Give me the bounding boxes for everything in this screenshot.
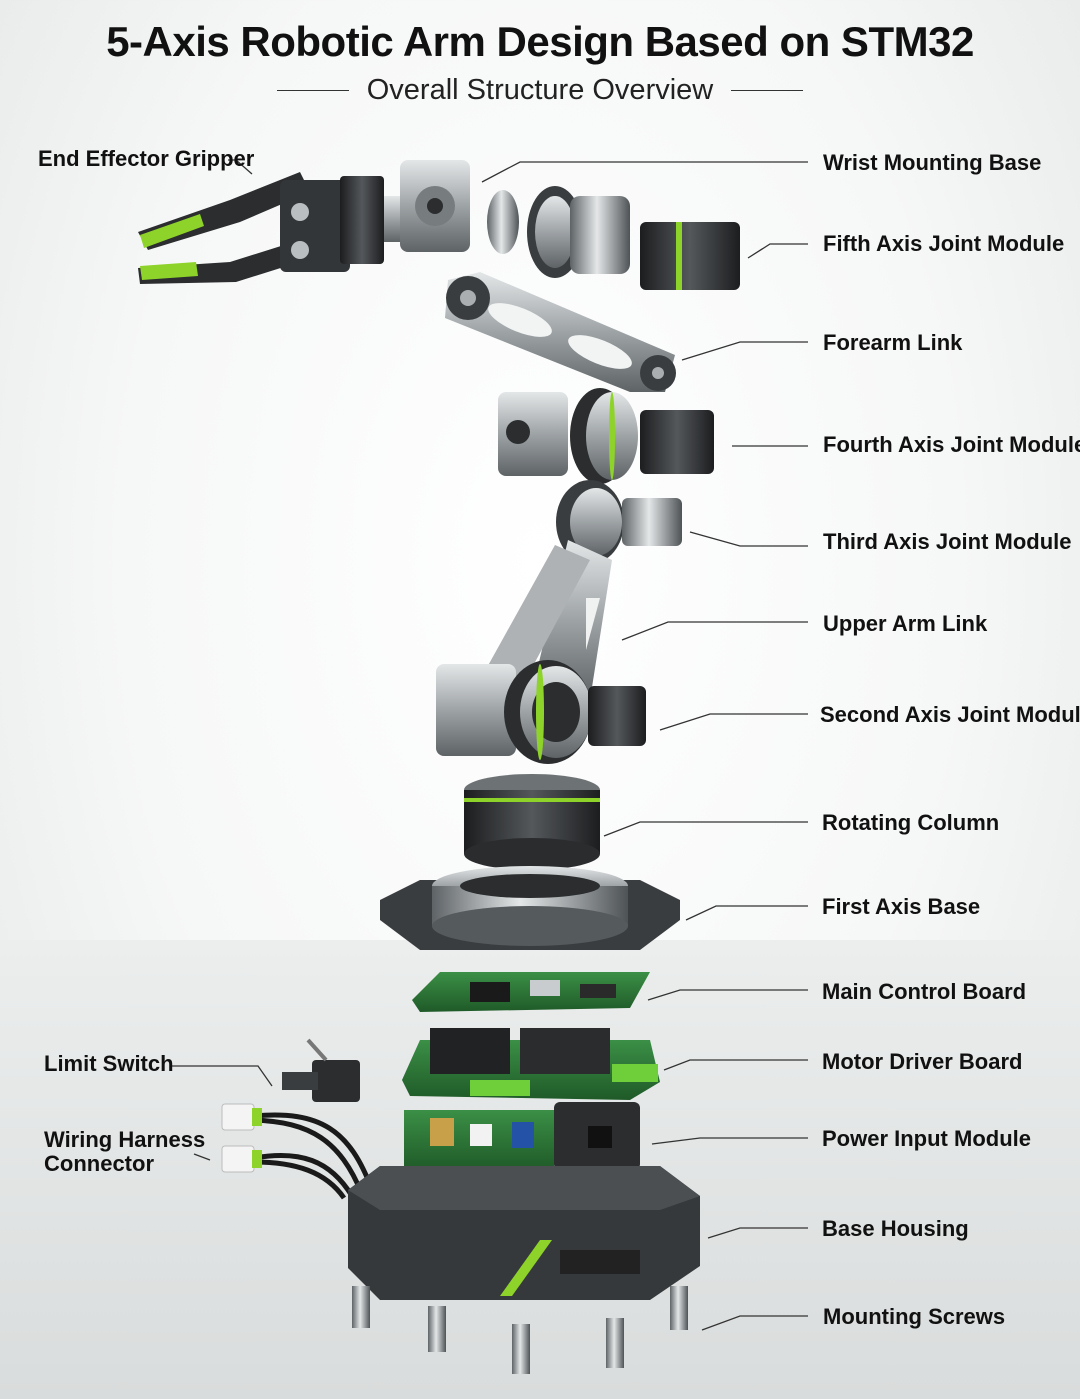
main-control-board-part	[412, 972, 650, 1012]
label-third-axis-joint-module: Third Axis Joint Module	[823, 529, 1072, 554]
leader-mounting-screws	[701, 1315, 808, 1331]
label-power-input-module: Power Input Module	[822, 1126, 1031, 1151]
mounting-screws-part	[352, 1286, 688, 1374]
subtitle-rule-right	[731, 89, 804, 92]
gripper-part	[138, 172, 414, 284]
fourth-axis-part	[498, 388, 714, 484]
leader-base-housing	[707, 1227, 808, 1239]
label-forearm-link: Forearm Link	[823, 330, 963, 355]
leader-first-axis-base	[685, 905, 808, 921]
leader-third-axis	[689, 531, 808, 547]
leader-rotating-column	[603, 821, 808, 837]
limit-switch-part	[282, 1038, 360, 1102]
leader-limit-switch	[172, 1065, 273, 1087]
page-subtitle: Overall Structure Overview	[366, 74, 714, 106]
rotating-column-part	[464, 774, 600, 870]
leader-forearm	[681, 341, 808, 361]
leader-main-control-board	[647, 989, 808, 1001]
first-axis-base-part	[380, 866, 680, 950]
second-axis-part	[436, 660, 646, 764]
leader-upper-arm	[621, 621, 808, 641]
fifth-axis-part	[527, 186, 740, 290]
forearm-part	[445, 272, 676, 392]
base-housing-part	[348, 1166, 700, 1300]
leader-end-effector-gripper	[228, 159, 253, 175]
label-wrist-mounting-base: Wrist Mounting Base	[823, 150, 1042, 175]
leader-lines	[172, 159, 808, 1331]
leader-fifth-axis	[747, 243, 808, 259]
subtitle-row: Overall Structure Overview	[0, 74, 1080, 107]
label-fifth-axis-joint-module: Fifth Axis Joint Module	[823, 231, 1065, 256]
label-upper-arm-link: Upper Arm Link	[823, 611, 988, 636]
leader-wrist-mounting-base	[481, 161, 808, 183]
wiring-harness-part	[221, 1103, 375, 1200]
leader-second-axis	[659, 713, 808, 731]
motor-driver-board-part	[402, 1028, 660, 1100]
leader-motor-driver-board	[663, 1059, 808, 1071]
label-limit-switch: Limit Switch	[44, 1051, 174, 1076]
label-second-axis-joint-module: Second Axis Joint Module	[820, 702, 1080, 727]
label-wiring-harness-line1: Wiring Harness	[44, 1127, 206, 1152]
power-input-module-part	[404, 1102, 640, 1170]
page-title: 5-Axis Robotic Arm Design Based on STM32	[106, 18, 974, 65]
label-end-effector-gripper: End Effector Gripper	[38, 146, 255, 171]
upper-arm-part	[480, 540, 612, 700]
label-motor-driver-board: Motor Driver Board	[822, 1049, 1023, 1074]
label-wiring-harness-line2: Connector	[44, 1151, 154, 1176]
wrist-part	[400, 160, 519, 254]
label-main-control-board: Main Control Board	[822, 979, 1027, 1004]
label-mounting-screws: Mounting Screws	[823, 1304, 1006, 1329]
label-fourth-axis-joint-module: Fourth Axis Joint Module	[823, 432, 1080, 457]
leader-power-input-module	[651, 1137, 808, 1145]
label-first-axis-base: First Axis Base	[822, 894, 981, 919]
label-rotating-column: Rotating Column	[822, 810, 1000, 835]
leader-wiring-harness	[193, 1153, 211, 1161]
subtitle-rule-left	[276, 89, 349, 92]
label-base-housing: Base Housing	[822, 1216, 969, 1241]
